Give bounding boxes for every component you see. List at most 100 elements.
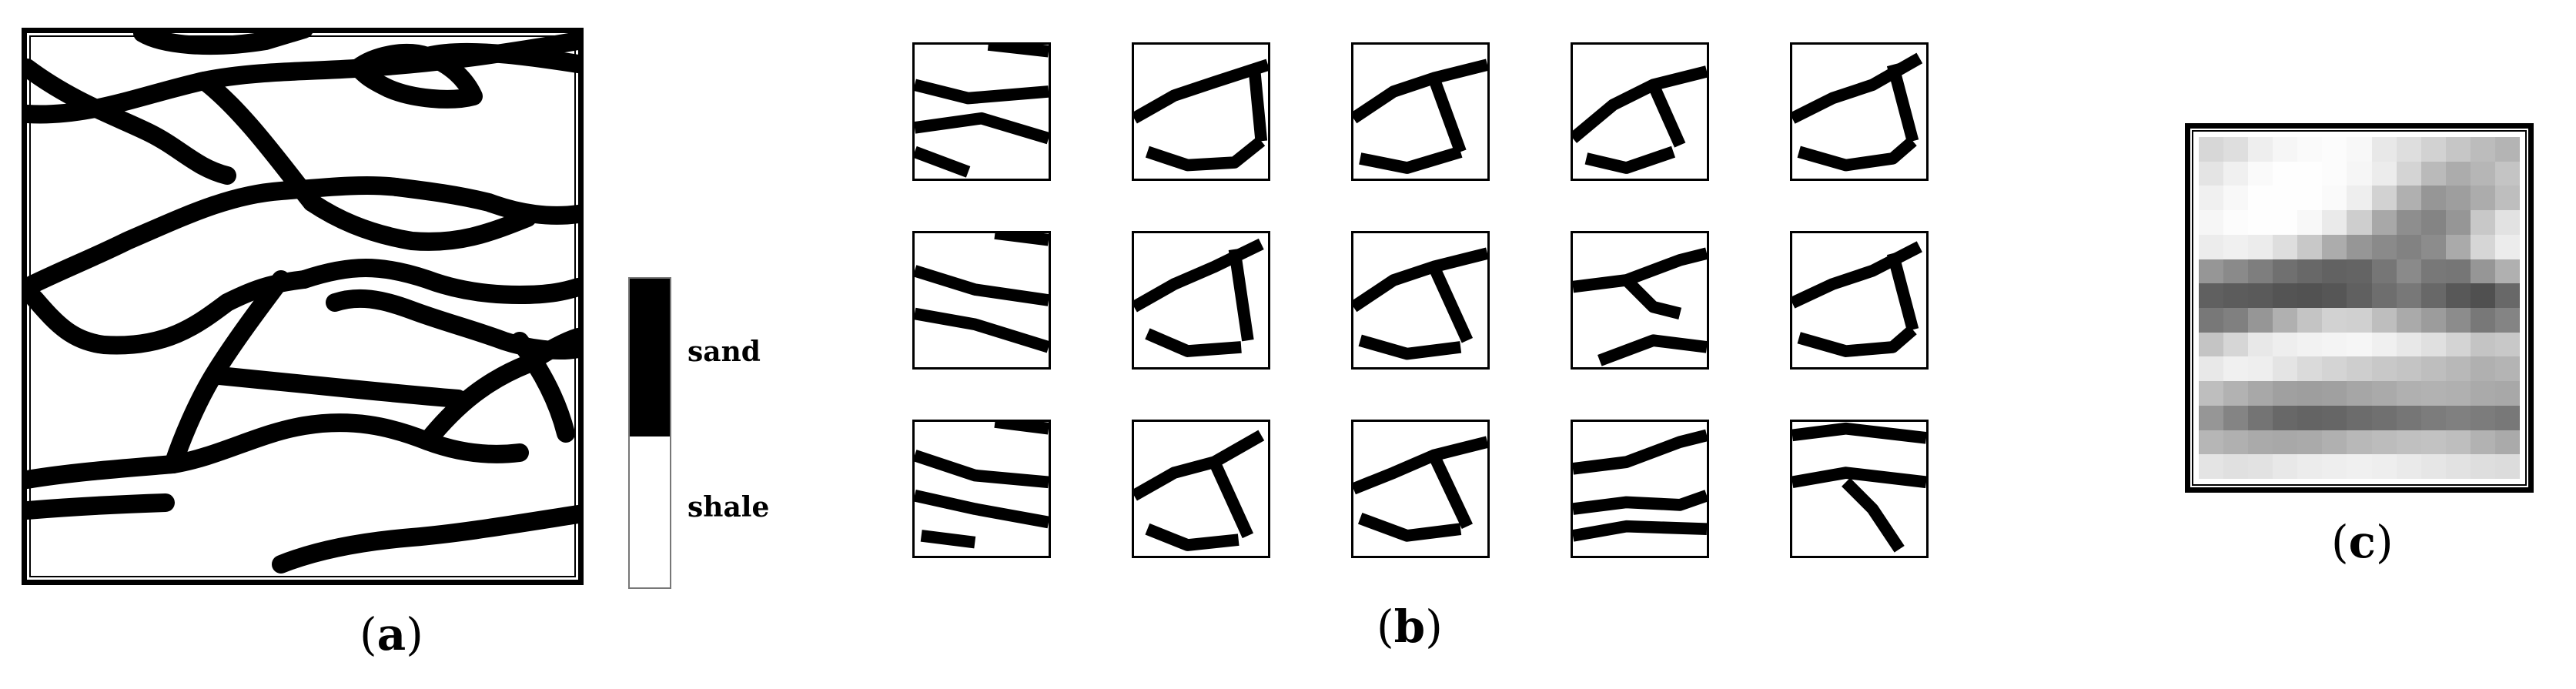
- heatmap-cell: [2322, 234, 2347, 259]
- heatmap-cell: [2470, 210, 2495, 235]
- heatmap-cell: [2273, 405, 2298, 430]
- pattern-tile: [1571, 231, 1709, 370]
- heatmap-cell: [2223, 283, 2249, 308]
- caption-c: (c): [2331, 516, 2394, 568]
- pattern-tile: [1351, 420, 1490, 558]
- heatmap-cell: [2470, 186, 2495, 211]
- heatmap-cell: [2347, 332, 2372, 357]
- legend-colorbar: [628, 277, 671, 589]
- heatmap-cell: [2470, 283, 2495, 308]
- heatmap-cell: [2297, 405, 2323, 430]
- heatmap-cell: [2223, 356, 2249, 382]
- heatmap-cell: [2494, 234, 2520, 259]
- heatmap-cell: [2322, 454, 2347, 479]
- legend-sand-swatch: [630, 279, 670, 436]
- panel-c-grayscale-image: [2185, 123, 2534, 493]
- pattern-tile: [1351, 42, 1490, 181]
- pattern-tile: [1790, 42, 1929, 181]
- heatmap-cell: [2223, 307, 2249, 333]
- heatmap-cell: [2445, 405, 2471, 430]
- heatmap-cell: [2396, 405, 2421, 430]
- heatmap-cell: [2347, 137, 2372, 162]
- caption-a: (a): [360, 608, 423, 661]
- heatmap-cell: [2445, 283, 2471, 308]
- heatmap-cell: [2322, 307, 2347, 333]
- heatmap-cell: [2199, 405, 2224, 430]
- heatmap-cell: [2297, 234, 2323, 259]
- heatmap-cell: [2494, 161, 2520, 186]
- heatmap-cell: [2297, 381, 2323, 406]
- heatmap-cell: [2199, 454, 2224, 479]
- heatmap-cell: [2322, 137, 2347, 162]
- pattern-tile: [912, 420, 1051, 558]
- heatmap-cell: [2248, 381, 2273, 406]
- heatmap-cell: [2297, 332, 2323, 357]
- heatmap-cell: [2347, 454, 2372, 479]
- heatmap-cell: [2371, 454, 2397, 479]
- heatmap-cell: [2223, 332, 2249, 357]
- channel-map-svg: [27, 33, 578, 574]
- heatmap-cell: [2445, 356, 2471, 382]
- heatmap-cell: [2396, 283, 2421, 308]
- heatmap-cell: [2248, 210, 2273, 235]
- heatmap-cell: [2199, 137, 2224, 162]
- grayscale-heatmap: [2199, 137, 2520, 479]
- heatmap-cell: [2273, 137, 2298, 162]
- heatmap-cell: [2396, 210, 2421, 235]
- heatmap-cell: [2420, 332, 2446, 357]
- heatmap-cell: [2322, 332, 2347, 357]
- heatmap-cell: [2248, 356, 2273, 382]
- pattern-tile: [912, 231, 1051, 370]
- heatmap-cell: [2420, 137, 2446, 162]
- heatmap-cell: [2494, 356, 2520, 382]
- heatmap-cell: [2371, 430, 2397, 455]
- heatmap-cell: [2199, 283, 2224, 308]
- heatmap-cell: [2371, 259, 2397, 284]
- heatmap-cell: [2396, 186, 2421, 211]
- heatmap-cell: [2445, 137, 2471, 162]
- pattern-tile: [1571, 420, 1709, 558]
- heatmap-cell: [2396, 454, 2421, 479]
- heatmap-cell: [2273, 161, 2298, 186]
- heatmap-cell: [2273, 210, 2298, 235]
- heatmap-cell: [2470, 332, 2495, 357]
- heatmap-cell: [2248, 405, 2273, 430]
- heatmap-cell: [2420, 210, 2446, 235]
- heatmap-cell: [2347, 186, 2372, 211]
- heatmap-cell: [2445, 234, 2471, 259]
- heatmap-cell: [2420, 283, 2446, 308]
- heatmap-cell: [2396, 430, 2421, 455]
- heatmap-cell: [2494, 259, 2520, 284]
- heatmap-cell: [2248, 259, 2273, 284]
- heatmap-cell: [2199, 234, 2224, 259]
- heatmap-cell: [2199, 356, 2224, 382]
- heatmap-cell: [2248, 454, 2273, 479]
- heatmap-cell: [2445, 259, 2471, 284]
- pattern-tile: [1571, 42, 1709, 181]
- heatmap-cell: [2371, 161, 2397, 186]
- heatmap-cell: [2297, 186, 2323, 211]
- heatmap-cell: [2371, 234, 2397, 259]
- heatmap-cell: [2273, 283, 2298, 308]
- heatmap-cell: [2470, 234, 2495, 259]
- pattern-tile: [1351, 231, 1490, 370]
- heatmap-cell: [2470, 430, 2495, 455]
- heatmap-cell: [2199, 161, 2224, 186]
- heatmap-cell: [2445, 210, 2471, 235]
- heatmap-cell: [2223, 186, 2249, 211]
- heatmap-cell: [2223, 259, 2249, 284]
- heatmap-cell: [2199, 210, 2224, 235]
- heatmap-cell: [2420, 186, 2446, 211]
- heatmap-cell: [2396, 307, 2421, 333]
- heatmap-cell: [2347, 356, 2372, 382]
- pattern-tile: [1132, 420, 1270, 558]
- heatmap-cell: [2273, 430, 2298, 455]
- heatmap-cell: [2273, 454, 2298, 479]
- heatmap-cell: [2297, 259, 2323, 284]
- heatmap-cell: [2470, 381, 2495, 406]
- heatmap-cell: [2199, 381, 2224, 406]
- heatmap-cell: [2494, 405, 2520, 430]
- heatmap-cell: [2470, 161, 2495, 186]
- heatmap-cell: [2494, 283, 2520, 308]
- heatmap-cell: [2322, 356, 2347, 382]
